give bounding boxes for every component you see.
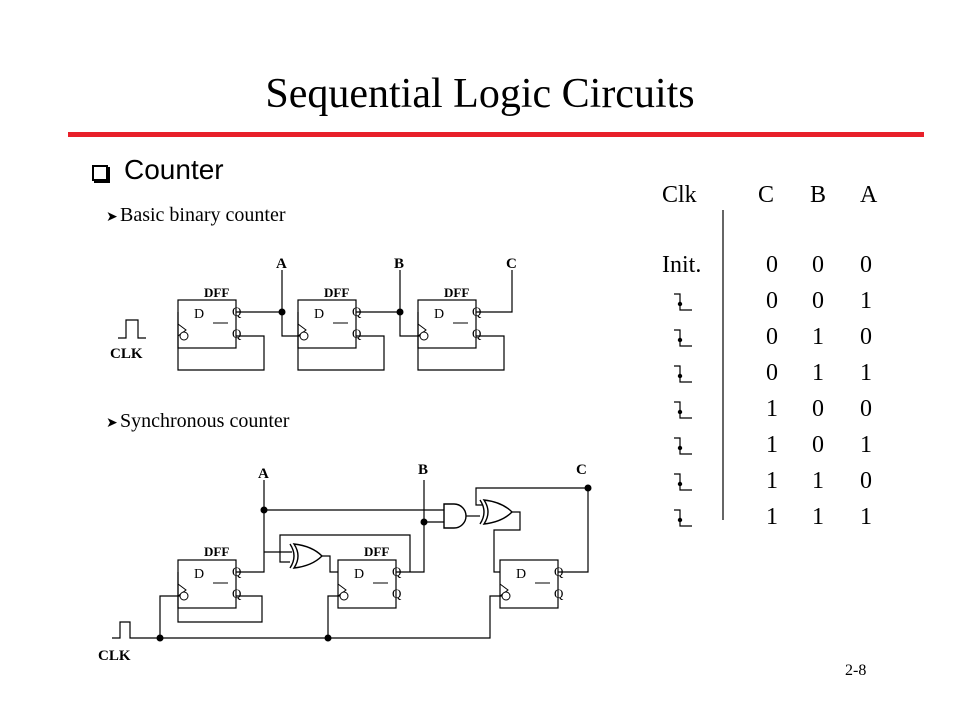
- edge-arrow-icon: [677, 337, 683, 343]
- cell-c: 0: [766, 288, 778, 314]
- d-pin-label: D: [194, 307, 204, 322]
- qbar-pin-label: Q: [392, 586, 402, 601]
- falling-edge-icon: [674, 293, 692, 311]
- cell-b: 0: [812, 396, 824, 422]
- cell-a: 0: [860, 396, 872, 422]
- checkbox-bullet-icon: [92, 165, 108, 181]
- edge-arrow-icon: [677, 373, 683, 379]
- header-b: B: [810, 182, 827, 208]
- cell-a: 1: [860, 288, 872, 314]
- clk-label: CLK: [110, 346, 143, 362]
- cell-c: 0: [766, 324, 778, 350]
- qbar-pin-label: Q: [232, 586, 242, 601]
- falling-edge-icon: [674, 437, 692, 455]
- cell-c: 1: [766, 504, 778, 530]
- edge-arrow-icon: [677, 409, 683, 415]
- edge-arrow-icon: [677, 517, 683, 523]
- dff-label: DFF: [364, 544, 389, 559]
- arrow-bullet-icon: ➤: [106, 416, 118, 431]
- header-clk: Clk: [662, 182, 697, 208]
- cell-c: 1: [766, 432, 778, 458]
- clock-edge-icons: [674, 293, 692, 527]
- output-b-label: B: [418, 462, 428, 478]
- xor-gate-2: [479, 499, 513, 525]
- cell-b: 1: [812, 504, 824, 530]
- falling-edge-icon: [674, 329, 692, 347]
- title-divider: [68, 132, 924, 137]
- clk-label: CLK: [98, 648, 131, 664]
- output-a-label: A: [258, 466, 269, 482]
- header-c: C: [758, 182, 775, 208]
- sub-item-sync-counter: Synchronous counter: [120, 410, 290, 432]
- cell-a: 1: [860, 360, 872, 386]
- qbar-pin-label: Q: [232, 326, 242, 341]
- d-pin-label: D: [314, 307, 324, 322]
- d-pin-label: D: [516, 567, 526, 582]
- falling-edge-icon: [674, 473, 692, 491]
- qbar-pin-label: Q: [472, 326, 482, 341]
- falling-edge-icon: [674, 365, 692, 383]
- page-title: Sequential Logic Circuits: [265, 71, 695, 117]
- cell-clk: Init.: [662, 252, 702, 278]
- dff-label: DFF: [444, 285, 469, 300]
- d-pin-label: D: [194, 567, 204, 582]
- cell-c: 0: [766, 360, 778, 386]
- basic-counter-circuit: CLK DFF D Q Q DFF D Q Q DFF D Q Q: [110, 256, 517, 371]
- cell-b: 1: [812, 468, 824, 494]
- edge-arrow-icon: [677, 301, 683, 307]
- cell-a: 0: [860, 468, 872, 494]
- cell-c: 1: [766, 468, 778, 494]
- falling-edge-icon: [674, 509, 692, 527]
- header-a: A: [860, 182, 878, 208]
- falling-edge-icon: [674, 401, 692, 419]
- cell-b: 0: [812, 288, 824, 314]
- sub-item-basic-counter: Basic binary counter: [120, 204, 286, 226]
- cell-a: 1: [860, 432, 872, 458]
- and-gate: [443, 503, 467, 529]
- dff-3: D Q Q: [499, 559, 564, 609]
- cell-a: 1: [860, 504, 872, 530]
- cell-c: 1: [766, 396, 778, 422]
- dff-label: DFF: [204, 544, 229, 559]
- cell-c: 0: [766, 252, 778, 278]
- page-number: 2-8: [845, 662, 867, 679]
- bullet-counter: Counter: [124, 154, 224, 185]
- d-pin-label: D: [434, 307, 444, 322]
- dff-label: DFF: [324, 285, 349, 300]
- clk-pulse-icon: [118, 319, 146, 339]
- cell-a: 0: [860, 252, 872, 278]
- cell-b: 0: [812, 252, 824, 278]
- d-pin-label: D: [354, 567, 364, 582]
- output-c-label: C: [576, 462, 587, 478]
- cell-b: 1: [812, 360, 824, 386]
- output-c-label: C: [506, 256, 517, 272]
- arrow-bullet-icon: ➤: [106, 210, 118, 225]
- edge-arrow-icon: [677, 481, 683, 487]
- output-b-label: B: [394, 256, 404, 272]
- xor-gate-1: [289, 543, 323, 569]
- dff-label: DFF: [204, 285, 229, 300]
- clk-pulse-icon: [112, 621, 138, 639]
- qbar-pin-label: Q: [554, 586, 564, 601]
- cell-a: 0: [860, 324, 872, 350]
- edge-arrow-icon: [677, 445, 683, 451]
- qbar-pin-label: Q: [352, 326, 362, 341]
- cell-b: 0: [812, 432, 824, 458]
- output-a-label: A: [276, 256, 287, 272]
- cell-b: 1: [812, 324, 824, 350]
- sync-counter-circuit: CLK DFF D Q Q DFF D Q Q D Q Q: [98, 462, 592, 664]
